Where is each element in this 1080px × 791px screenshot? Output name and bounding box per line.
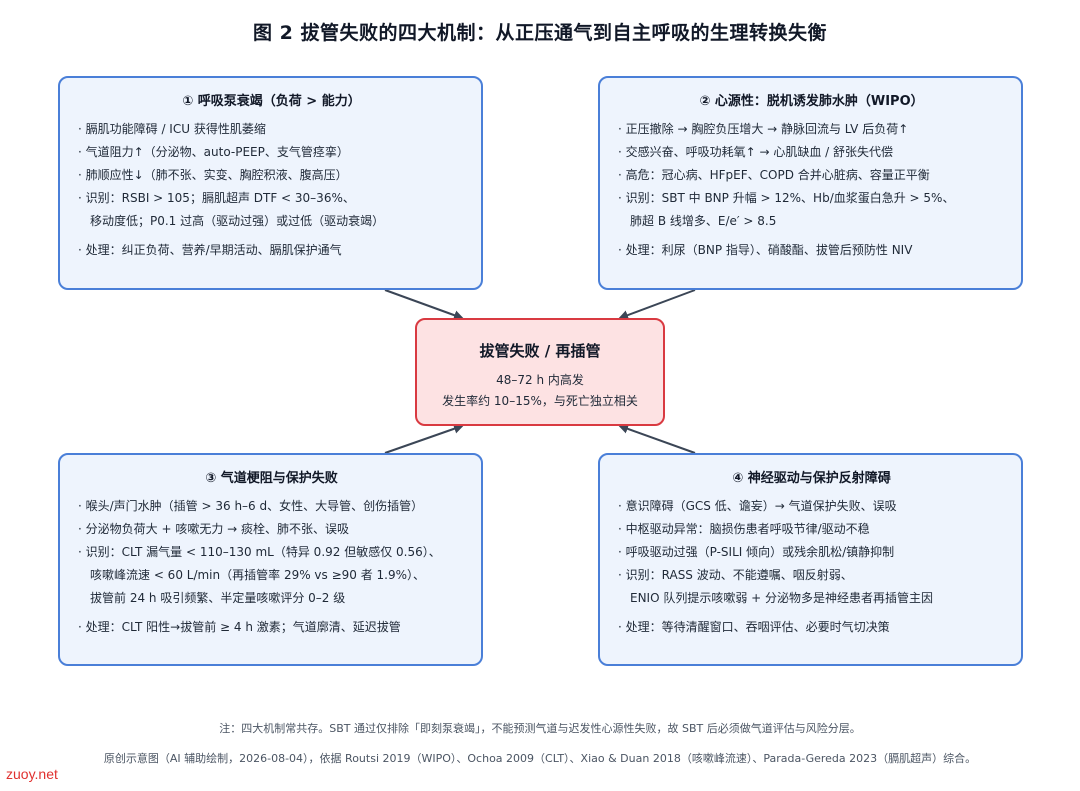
box-line: · 识别：CLT 漏气量 < 110–130 mL（特异 0.92 但敏感仅 0… (78, 545, 441, 559)
box-title: ② 心源性：脱机诱发肺水肿（WIPO） (699, 94, 924, 109)
mechanism-box-airway: ③ 气道梗阻与保护失败 · 喉头/声门水肿（插管 > 36 h–6 d、女性、大… (58, 453, 483, 666)
central-outcome-box: 拔管失败 / 再插管 48–72 h 内高发 发生率约 10–15%，与死亡独立… (415, 318, 665, 426)
box-line: · 处理：等待清醒窗口、吞咽评估、必要时气切决策 (618, 620, 890, 634)
box-line: · 处理：纠正负荷、营养/早期活动、膈肌保护通气 (78, 243, 342, 257)
mechanism-box-cardiogenic: ② 心源性：脱机诱发肺水肿（WIPO） · 正压撤除 → 胸腔负压增大 → 静脉… (598, 76, 1023, 290)
box-line: · 识别：SBT 中 BNP 升幅 > 12%、Hb/血浆蛋白急升 > 5%、 (618, 191, 955, 205)
watermark: zuoy.net (6, 766, 58, 782)
box-line: 肺超 B 线增多、E/e′ > 8.5 (630, 214, 777, 228)
box-line: 咳嗽峰流速 < 60 L/min（再插管率 29% vs ≥90 者 1.9%）… (90, 568, 426, 582)
box-line: · 处理：利尿（BNP 指导）、硝酸酯、拔管后预防性 NIV (618, 243, 913, 257)
mechanism-box-respiratory-pump: ① 呼吸泵衰竭（负荷 > 能力） · 膈肌功能障碍 / ICU 获得性肌萎缩 ·… (58, 76, 483, 290)
box-line: · 意识障碍（GCS 低、谵妄）→ 气道保护失败、误吸 (618, 499, 897, 513)
box-line: · 分泌物负荷大 + 咳嗽无力 → 痰栓、肺不张、误吸 (78, 522, 349, 536)
central-line: 48–72 h 内高发 (496, 373, 584, 387)
mechanism-box-neural-drive: ④ 神经驱动与保护反射障碍 · 意识障碍（GCS 低、谵妄）→ 气道保护失败、误… (598, 453, 1023, 666)
box-line: · 识别：RSBI > 105；膈肌超声 DTF < 30–36%、 (78, 191, 355, 205)
box-line: · 膈肌功能障碍 / ICU 获得性肌萎缩 (78, 122, 266, 136)
arrow-box4-to-center (618, 424, 696, 454)
figure-title: 图 2 拔管失败的四大机制：从正压通气到自主呼吸的生理转换失衡 (253, 22, 827, 44)
box-line: ENIO 队列提示咳嗽弱 + 分泌物多是神经患者再插管主因 (630, 591, 934, 605)
central-line: 发生率约 10–15%，与死亡独立相关 (442, 394, 638, 408)
box-line: · 中枢驱动异常：脑损伤患者呼吸节律/驱动不稳 (618, 522, 870, 536)
arrow-box1-to-center (384, 289, 464, 320)
box-title: ① 呼吸泵衰竭（负荷 > 能力） (182, 94, 361, 109)
box-title: ③ 气道梗阻与保护失败 (205, 471, 338, 486)
box-line: · 交感兴奋、呼吸功耗氧↑ → 心肌缺血 / 舒张失代偿 (618, 145, 894, 159)
box-line: · 肺顺应性↓（肺不张、实变、胸腔积液、腹高压） (78, 168, 348, 182)
source-note: 原创示意图（AI 辅助绘制，2026-08-04），依据 Routsi 2019… (103, 752, 977, 765)
box-line: · 气道阻力↑（分泌物、auto-PEEP、支气管痉挛） (78, 145, 349, 159)
arrow-box3-to-center (384, 423, 464, 454)
box-line: 移动度低；P0.1 过高（驱动过强）或过低（驱动衰竭） (90, 214, 385, 228)
box-title: ④ 神经驱动与保护反射障碍 (732, 471, 891, 486)
box-line: 拔管前 24 h 吸引频繁、半定量咳嗽评分 0–2 级 (90, 591, 346, 605)
box-line: · 正压撤除 → 胸腔负压增大 → 静脉回流与 LV 后负荷↑ (618, 122, 909, 136)
box-line: · 识别：RASS 波动、不能遵嘱、咽反射弱、 (618, 568, 853, 582)
arrow-box2-to-center (618, 289, 696, 320)
box-line: · 处理：CLT 阳性→拔管前 ≥ 4 h 激素；气道廓清、延迟拔管 (78, 620, 401, 634)
footnote: 注：四大机制常共存。SBT 通过仅排除「即刻泵衰竭」，不能预测气道与迟发性心源性… (219, 722, 861, 735)
central-title: 拔管失败 / 再插管 (479, 342, 601, 360)
box-line: · 高危：冠心病、HFpEF、COPD 合并心脏病、容量正平衡 (618, 168, 930, 182)
box-line: · 呼吸驱动过强（P-SILI 倾向）或残余肌松/镇静抑制 (618, 545, 895, 559)
box-line: · 喉头/声门水肿（插管 > 36 h–6 d、女性、大导管、创伤插管） (78, 499, 424, 513)
